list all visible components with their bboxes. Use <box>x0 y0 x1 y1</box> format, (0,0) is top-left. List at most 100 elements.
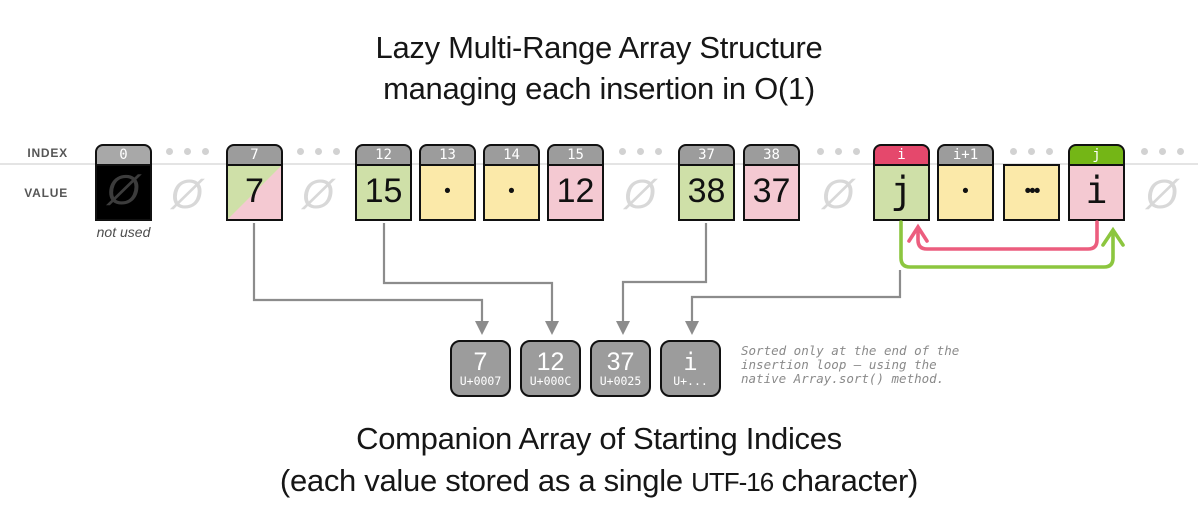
value-cell: 38 <box>678 163 735 221</box>
companion-unicode-code: U+0007 <box>459 374 502 388</box>
ellipsis-dots <box>297 148 340 156</box>
dot <box>619 148 626 155</box>
dot <box>655 148 662 155</box>
sort-note-line: native Array.sort() method. <box>741 370 945 386</box>
dot <box>817 148 824 155</box>
cell-value: Ø <box>107 166 140 213</box>
value-cell: i <box>1068 163 1125 221</box>
cell-value: 37 <box>752 171 791 210</box>
companion-unicode-code: U+000C <box>529 374 572 388</box>
ellipsis-dots <box>166 148 209 156</box>
connector-line-7 <box>252 223 484 322</box>
cell-value: 15 <box>364 171 403 210</box>
value-cell: Ø <box>95 163 152 221</box>
empty-slot-symbol: Ø <box>822 170 854 217</box>
value-cell: 37 <box>743 163 800 221</box>
cell-value: 12 <box>556 171 595 210</box>
array-cell-13: 13• <box>419 144 476 221</box>
sort-note-line: insertion loop — using the <box>741 356 937 372</box>
index-badge: 0 <box>95 144 152 166</box>
cell-value: ••• <box>1024 181 1041 202</box>
index-badge: 14 <box>483 144 540 166</box>
bottom-title-line2: (each value stored as a single UTF-16 ch… <box>0 463 1198 499</box>
cell-value: • <box>962 181 969 202</box>
dot <box>1159 148 1166 155</box>
dot <box>637 148 644 155</box>
ellipsis-dots <box>1010 148 1053 156</box>
index-badge: 38 <box>743 144 800 166</box>
array-cell-i+1: i+1 • <box>937 144 994 221</box>
dot <box>1046 148 1053 155</box>
connector-arrowhead-i <box>685 321 699 335</box>
dot <box>1010 148 1017 155</box>
cell-value: • <box>508 181 515 202</box>
dot <box>1177 148 1184 155</box>
top-title-line1: Lazy Multi-Range Array Structure <box>375 30 823 65</box>
index-row-label: INDEX <box>27 146 68 160</box>
sort-note-line: Sorted only at the end of the <box>741 343 960 358</box>
array-cell-14: 14 • <box>483 144 540 221</box>
companion-unicode-code: U+0025 <box>599 374 642 388</box>
value-cell: • <box>483 163 540 221</box>
cell-value: i <box>1085 169 1108 212</box>
value-cell: 12 <box>547 163 604 221</box>
dot <box>1028 148 1035 155</box>
swap-arrow-pink <box>916 220 1099 251</box>
value-cell: 7 <box>226 163 283 221</box>
value-cell: • <box>419 163 476 221</box>
bottom-title-post: character) <box>773 463 919 498</box>
dot <box>184 148 191 155</box>
bottom-title-utf16: UTF-16 <box>691 467 774 497</box>
connector-line-12 <box>382 223 554 322</box>
connector-line-37 <box>621 223 708 322</box>
cell-value: 7 <box>245 171 264 210</box>
dot <box>853 148 860 155</box>
value-cell: • <box>937 163 994 221</box>
companion-value: i <box>683 348 698 376</box>
connector-arrowhead-37 <box>616 321 630 335</box>
dot <box>835 148 842 155</box>
dot <box>166 148 173 155</box>
index-badge: i+1 <box>937 144 994 166</box>
array-cell-ellipsis: ••• <box>1003 144 1060 221</box>
dot <box>333 148 340 155</box>
bottom-title-line1: Companion Array of Starting Indices <box>356 421 842 456</box>
dot <box>1141 148 1148 155</box>
swap-arrow-pink-head <box>907 223 929 243</box>
companion-unicode-code: U+... <box>673 374 708 388</box>
connector-arrowhead-12 <box>545 321 559 335</box>
dot <box>297 148 304 155</box>
empty-slot-symbol: Ø <box>624 170 656 217</box>
value-row-label: VALUE <box>24 186 68 200</box>
companion-value: 37 <box>606 348 635 376</box>
ellipsis-dots <box>817 148 860 156</box>
ellipsis-dots <box>619 148 662 156</box>
not-used-label: not used <box>96 224 151 240</box>
connector-arrowhead-7 <box>475 321 489 335</box>
swap-arrow-green <box>899 220 1115 269</box>
top-title-line2: managing each insertion in O(1) <box>383 71 815 106</box>
companion-value: 12 <box>536 348 565 376</box>
empty-slot-symbol: Ø <box>1146 170 1178 217</box>
value-cell: 15 <box>355 163 412 221</box>
empty-slot-symbol: Ø <box>302 170 334 217</box>
empty-slot-symbol: Ø <box>171 170 203 217</box>
value-cell: j <box>873 163 930 221</box>
companion-value: 7 <box>473 348 488 376</box>
cell-value: • <box>444 181 451 202</box>
dot <box>315 148 322 155</box>
connector-line-i <box>690 270 902 322</box>
